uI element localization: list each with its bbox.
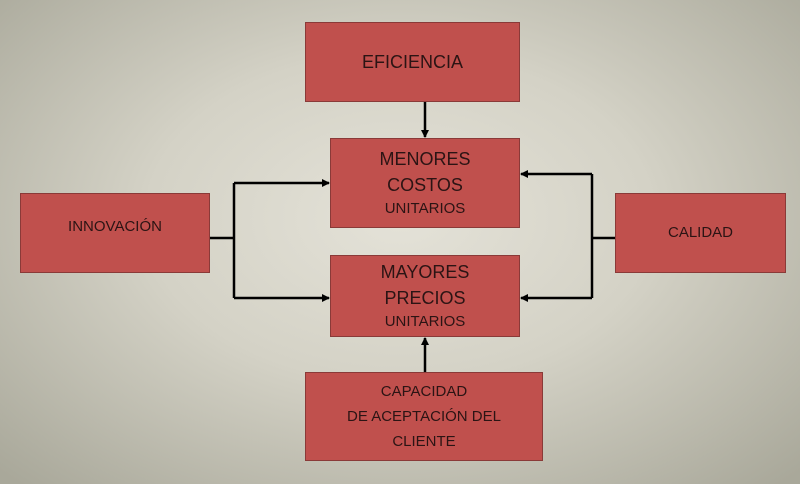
node-innovacion: INNOVACIÓN (20, 193, 210, 273)
node-mayores-precios: MAYORES PRECIOS UNITARIOS (330, 255, 520, 337)
node-eficiencia: EFICIENCIA (305, 22, 520, 102)
node-menores-costos: MENORES COSTOS UNITARIOS (330, 138, 520, 228)
node-label: UNITARIOS (384, 313, 466, 330)
node-label: INNOVACIÓN (68, 218, 162, 235)
node-label: MENORES (379, 149, 471, 169)
node-label: CLIENTE (392, 433, 456, 450)
node-label: PRECIOS (384, 288, 466, 308)
node-label: COSTOS (387, 175, 463, 195)
node-label: DE ACEPTACIÓN DEL (347, 408, 501, 425)
node-label: EFICIENCIA (361, 52, 463, 72)
node-label: MAYORES (380, 262, 470, 282)
node-label: CALIDAD (667, 224, 734, 241)
node-calidad: CALIDAD (615, 193, 786, 273)
node-label: UNITARIOS (384, 200, 466, 217)
node-capacidad-aceptacion: CAPACIDAD DE ACEPTACIÓN DEL CLIENTE (305, 372, 543, 461)
node-label: CAPACIDAD (380, 383, 468, 400)
